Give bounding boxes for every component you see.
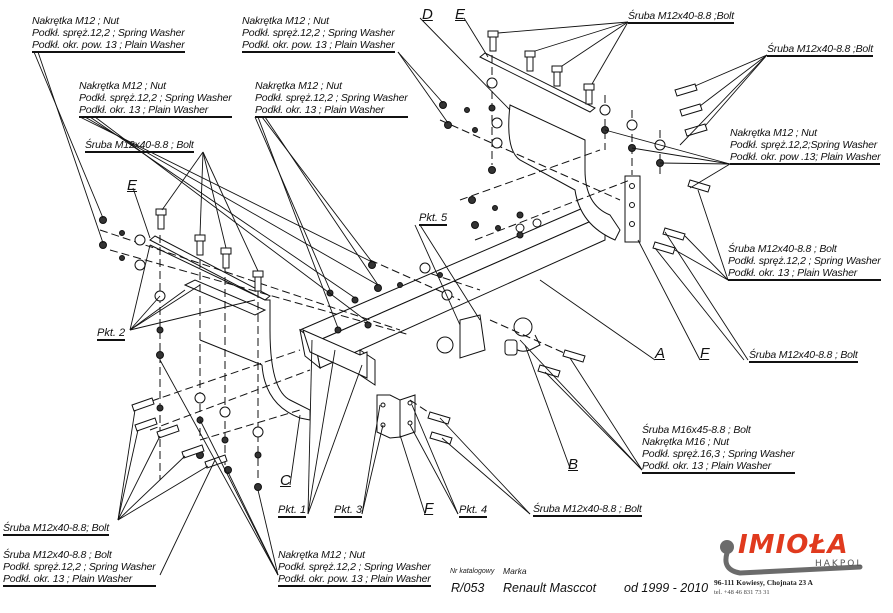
ball-mount-B	[436, 314, 541, 359]
callout-line: Podkł. okr. 13 ; Plain Washer	[255, 104, 408, 118]
brand-label: Marka	[503, 566, 527, 576]
callout-line: Śruba M12x40-8.8 ;Bolt	[767, 43, 873, 57]
left-plate-E	[149, 235, 271, 316]
right-plate-F	[624, 175, 641, 243]
point-label-3: Pkt. 3	[334, 504, 363, 518]
callout-line: Śruba M12x40-8.8 ; Bolt	[85, 139, 194, 153]
callout-bottom-center-nut: Nakrętka M12 ; Nut Podkł. spręż.12,2 ; S…	[278, 549, 431, 587]
callout-top-bolt: Śruba M12x40-8.8 ;Bolt	[628, 10, 734, 24]
callout-right-nut: Nakrętka M12 ; Nut Podkł. spręż.12,2;Spr…	[730, 127, 881, 165]
part-letter-e-top: E	[455, 6, 466, 23]
callout-line: Nakrętka M12 ; Nut	[32, 15, 119, 27]
callout-line: Podkł. okr. 13 ; Plain Washer	[79, 104, 232, 118]
callout-line: Nakrętka M12 ; Nut	[242, 15, 329, 27]
callout-line: Nakrętka M12 ; Nut	[730, 127, 817, 139]
callout-top-center-nut: Nakrętka M12 ; Nut Podkł. spręż.12,2 ; S…	[242, 15, 395, 53]
bottom-plate-F	[376, 394, 416, 439]
callout-line: Podkł. okr. pow. 13 ; Plain Washer	[242, 39, 395, 53]
callout-line: Podkł. spręż.12,2 ; Spring Washer	[278, 561, 431, 573]
callout-center-nut: Nakrętka M12 ; Nut Podkł. spręż.12,2 ; S…	[255, 80, 408, 118]
callout-line: Podkł. okr. 13 ; Plain Washer	[642, 460, 795, 474]
production-years: od 1999 - 2010	[624, 581, 709, 595]
point-label-1: Pkt. 1	[278, 504, 307, 518]
callout-line: Podkł. spręż.12,2 ; Spring Washer	[3, 561, 156, 573]
catalog-number-label: Nr katalogowy	[450, 568, 495, 575]
callout-left-bolt: Śruba M12x40-8.8 ; Bolt	[85, 139, 194, 153]
callout-right-bolt-washer: Śruba M12x40-8.8 ; Bolt Podkł. spręż.12,…	[728, 243, 881, 281]
part-letter-e-left: E	[127, 177, 138, 194]
callout-line: Podkł. spręż.12,2 ; Spring Washer	[255, 92, 408, 104]
callout-line: Śruba M12x40-8.8 ; Bolt	[533, 503, 642, 517]
brand-value: Renault Masccot	[503, 581, 597, 595]
callout-line: Nakrętka M12 ; Nut	[255, 80, 342, 92]
company-phone: tel. +48 46 831 73 31	[714, 589, 770, 596]
callout-line: Podkł. spręż.12,2 ; Spring Washer	[242, 27, 395, 39]
callout-line: Śruba M12x40-8.8 ;Bolt	[628, 10, 734, 24]
callout-bottom-left-bolt-washer: Śruba M12x40-8.8 ; Bolt Podkł. spręż.12,…	[3, 549, 156, 587]
right-plate-E	[479, 52, 596, 113]
callout-line: Podkł. spręż.12,2 ; Spring Washer	[32, 27, 185, 39]
callout-line: Śruba M12x40-8.8; Bolt	[3, 522, 109, 536]
callout-line: Podkł. okr. 13 ; Plain Washer	[728, 267, 881, 281]
callout-line: Podkł. spręż.12,2 ; Spring Washer	[728, 255, 881, 267]
callout-line: Podkł. spręż.12,2 ; Spring Washer	[79, 92, 232, 104]
callout-left-mid-nut: Nakrętka M12 ; Nut Podkł. spręż.12,2 ; S…	[79, 80, 232, 118]
logo-subtext: HAKPOL	[815, 559, 864, 569]
right-bracket-D	[508, 104, 621, 241]
nuts-and-washers	[99, 77, 666, 491]
point-label-2: Pkt. 2	[97, 327, 126, 341]
callout-line: Śruba M16x45-8.8 ; Bolt	[642, 424, 751, 436]
logo-text: IMIOŁA	[738, 530, 849, 560]
callout-right-bolt: Śruba M12x40-8.8 ; Bolt	[749, 349, 858, 363]
point-label-4: Pkt. 4	[459, 504, 488, 518]
callout-line: Podkł. okr. pow .13; Plain Washer	[730, 151, 881, 165]
callout-line: Nakrętka M16 ; Nut	[642, 436, 729, 448]
leader-lines	[33, 17, 768, 576]
catalog-number: R/053	[451, 581, 485, 595]
beam-left-plate	[302, 329, 368, 379]
part-letter-b: B	[568, 456, 579, 473]
part-letter-f-right: F	[700, 345, 710, 362]
callout-line: Nakrętka M12 ; Nut	[79, 80, 166, 92]
callout-bottom-bolt: Śruba M12x40-8.8 ; Bolt	[533, 503, 642, 517]
left-bracket-C	[149, 244, 311, 421]
point-label-5: Pkt. 5	[419, 212, 448, 226]
part-letter-f-bottom: F	[424, 500, 434, 517]
callout-top-left-nut: Nakrętka M12 ; Nut Podkł. spręż.12,2 ; S…	[32, 15, 185, 53]
logo-graphic	[720, 540, 863, 576]
bolts	[155, 30, 595, 292]
company-address: 96-111 Kowiesy, Chojnata 23 A	[714, 578, 813, 587]
callout-line: Podkł. okr. pow. 13 ; Plain Washer	[32, 39, 185, 53]
callout-line: Nakrętka M12 ; Nut	[278, 549, 365, 561]
part-letter-d: D	[422, 6, 433, 23]
callout-line: Podkł. spręż.12,2;Spring Washer	[730, 139, 878, 151]
callout-line: Podkł. okr. pow. 13 ; Plain Washer	[278, 573, 431, 587]
callout-right-top-bolt: Śruba M12x40-8.8 ;Bolt	[767, 43, 873, 57]
callout-line: Śruba M12x40-8.8 ; Bolt	[728, 243, 837, 255]
callout-line: Podkł. okr. 13 ; Plain Washer	[3, 573, 156, 587]
callout-line: Śruba M12x40-8.8 ; Bolt	[749, 349, 858, 363]
callout-line: Podkł. spręż.16,3 ; Spring Washer	[642, 448, 795, 460]
part-letter-a: A	[655, 345, 666, 362]
callout-bottom-left-bolt: Śruba M12x40-8.8; Bolt	[3, 522, 109, 536]
callout-ball-bolt: Śruba M16x45-8.8 ; Bolt Nakrętka M16 ; N…	[642, 424, 795, 474]
callout-line: Śruba M12x40-8.8 ; Bolt	[3, 549, 112, 561]
part-letter-c: C	[280, 472, 291, 489]
